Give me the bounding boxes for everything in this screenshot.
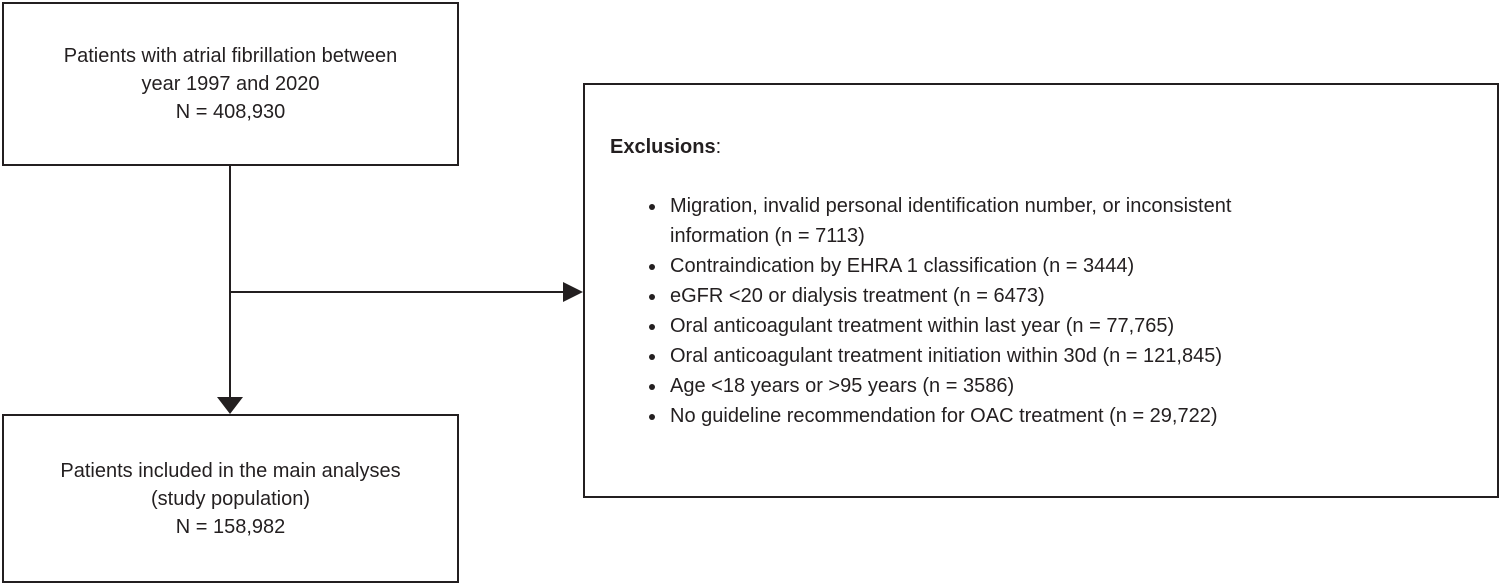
exclusion-item: Oral anticoagulant treatment initiation …	[667, 341, 1270, 371]
exclusion-item: Migration, invalid personal identificati…	[667, 191, 1270, 251]
arrowhead-right-icon	[563, 282, 583, 302]
exclusion-item: Oral anticoagulant treatment within last…	[667, 311, 1270, 341]
study-population-line-1: Patients included in the main analyses	[60, 459, 401, 482]
exclusion-item: Contraindication by EHRA 1 classificatio…	[667, 251, 1270, 281]
exclusion-item: Age <18 years or >95 years (n = 3586)	[667, 371, 1270, 401]
initial-population-count: N = 408,930	[175, 101, 286, 123]
exclusions-title: Exclusions:	[610, 135, 1467, 159]
exclusion-item: No guideline recommendation for OAC trea…	[667, 401, 1270, 431]
exclusions-list: Migration, invalid personal identificati…	[610, 191, 1270, 431]
initial-population-line-2: year 1997 and 2020	[141, 73, 320, 95]
exclusion-item: eGFR <20 or dialysis treatment (n = 6473…	[667, 281, 1270, 311]
study-population-line-2: (study population)	[151, 487, 310, 510]
box-study-population: Patients included in the main analyses (…	[2, 414, 459, 583]
box-initial-population: Patients with atrial fibrillation betwee…	[2, 2, 459, 166]
box-exclusions: Exclusions: Migration, invalid personal …	[583, 83, 1499, 498]
arrowhead-down-icon	[217, 397, 243, 414]
exclusions-title-colon: :	[715, 136, 722, 158]
study-population-count: N = 158,982	[175, 515, 286, 538]
exclusions-title-text: Exclusions	[610, 136, 716, 158]
initial-population-line-1: Patients with atrial fibrillation betwee…	[63, 45, 398, 67]
